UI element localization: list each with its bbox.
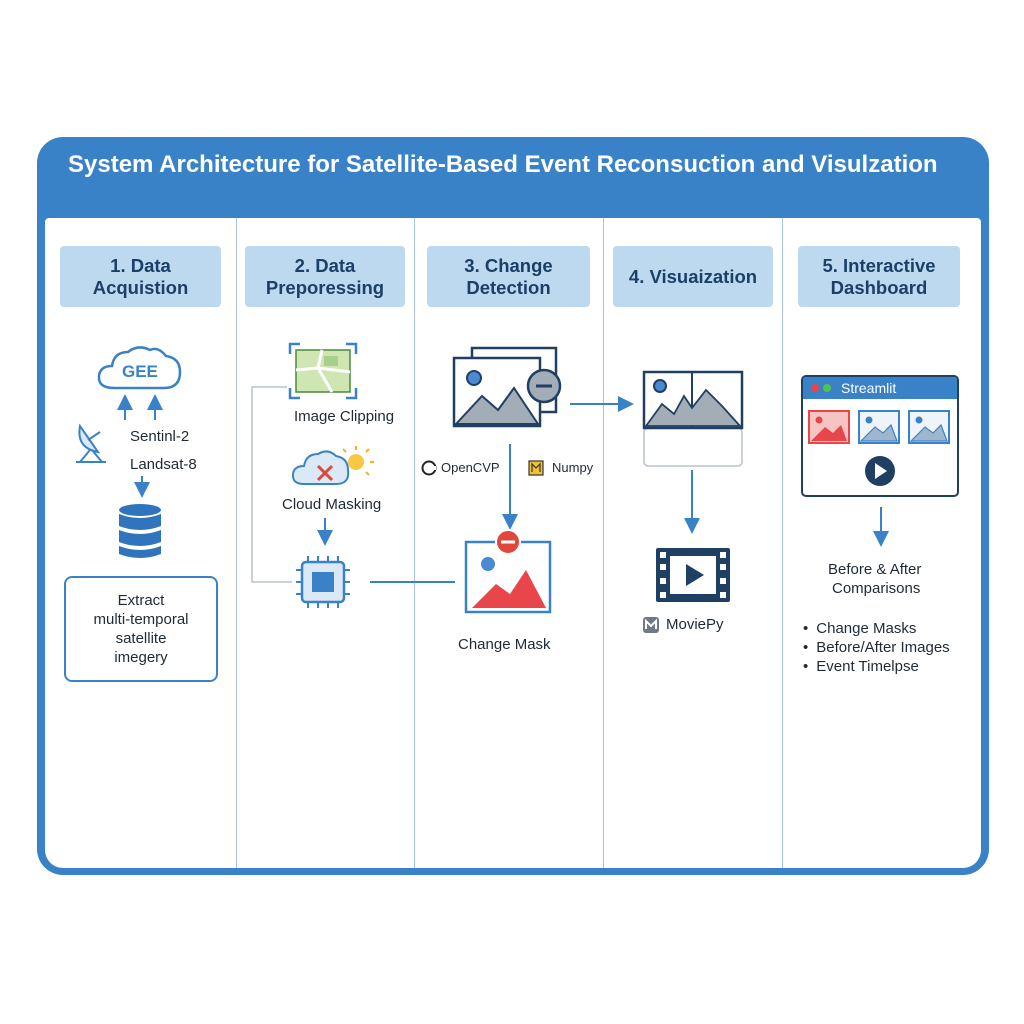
dashboard-feature-list: Change Masks Before/After Images Event T… — [803, 619, 950, 676]
play-button-icon — [865, 456, 895, 486]
diagram-title: System Architecture for Satellite-Based … — [68, 151, 938, 178]
thumbnail-image-icon — [908, 410, 950, 444]
before-after-image-icon — [642, 370, 744, 467]
comparison-label-line1: Before & After — [828, 561, 922, 578]
column-divider — [603, 218, 604, 868]
source-sentinel: Sentinl-2 — [130, 428, 190, 445]
app-content — [808, 410, 950, 486]
column-divider — [414, 218, 415, 868]
image-clipping-label: Image Clipping — [294, 408, 395, 425]
list-item-text: Before/After Images — [816, 639, 950, 656]
change-mask-icon — [464, 529, 552, 614]
thumbnail-image-icon — [858, 410, 900, 444]
list-item-text: Change Masks — [816, 620, 917, 637]
streamlit-app-window: Streamlit — [801, 375, 959, 497]
column-divider — [236, 218, 237, 868]
app-title: Streamlit — [841, 380, 897, 396]
gee-label: GEE — [122, 362, 158, 381]
column-header-visualization: 4. Visuaization — [613, 246, 773, 307]
database-icon — [119, 504, 161, 558]
column-header-preprocessing: 2. Data Preporessing — [245, 246, 405, 307]
window-dot-red — [811, 384, 819, 392]
opencv-label: OpenCVP — [441, 460, 500, 475]
cloud-masking-label: Cloud Masking — [282, 496, 382, 513]
comparison-label-line2: Comparisons — [832, 580, 921, 597]
list-item: Event Timelpse — [803, 657, 950, 676]
moviepy-label: MoviePy — [666, 616, 724, 633]
thumbnail-image-icon — [808, 410, 850, 444]
cloud-masking-icon — [291, 446, 374, 485]
column-header-change-detection: 3. Change Detection — [427, 246, 590, 307]
opencv-icon — [421, 460, 437, 476]
map-clip-icon — [288, 342, 358, 400]
list-item: Change Masks — [803, 619, 950, 638]
video-film-icon — [656, 548, 730, 602]
column-header-dashboard: 5. Interactive Dashboard — [798, 246, 960, 307]
moviepy-icon — [643, 617, 659, 633]
extract-line: satellite — [115, 630, 167, 647]
extract-line: multi-temporal — [93, 611, 189, 628]
window-dot-green — [823, 384, 831, 392]
column-header-acquisition: 1. Data Acquistion — [60, 246, 221, 307]
processor-chip-icon — [296, 556, 350, 608]
cloud-icon — [97, 346, 182, 390]
source-landsat: Landsat-8 — [130, 456, 197, 473]
extract-line: imegery — [114, 649, 168, 666]
change-mask-label: Change Mask — [458, 636, 551, 653]
numpy-label: Numpy — [552, 460, 594, 475]
satellite-dish-icon — [76, 423, 106, 463]
list-item: Before/After Images — [803, 638, 950, 657]
list-item-text: Event Timelpse — [816, 658, 919, 675]
extract-line: Extract — [117, 592, 165, 609]
image-compare-icon — [452, 346, 562, 428]
column-divider — [782, 218, 783, 868]
app-title-bar: Streamlit — [803, 377, 957, 399]
extract-imagery-box: Extract multi-temporal satellite imegery — [64, 576, 218, 682]
numpy-icon — [528, 460, 544, 476]
